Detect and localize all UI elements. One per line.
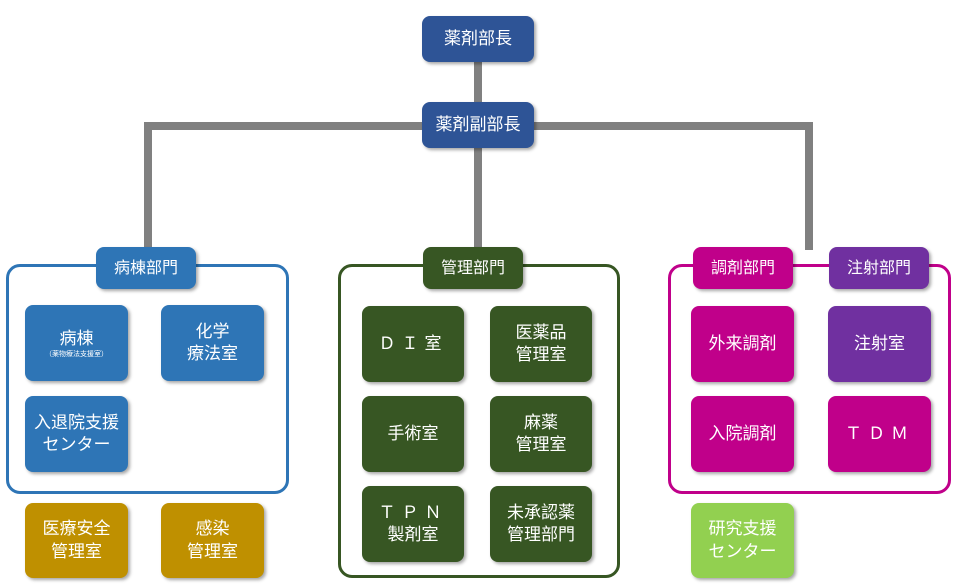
management-department-header: 管理部門 bbox=[423, 247, 523, 289]
director-box: 薬剤部長 bbox=[422, 16, 534, 62]
ward-box: 病棟 （薬物療法支援室） bbox=[25, 305, 128, 381]
chemotherapy-box: 化学 療法室 bbox=[161, 305, 264, 381]
narcotic-management-box: 麻薬 管理室 bbox=[490, 396, 592, 472]
inpatient-dispensing-label: 入院調剤 bbox=[708, 423, 777, 444]
director-label: 薬剤部長 bbox=[444, 28, 512, 49]
surgery-room-box: 手術室 bbox=[362, 396, 464, 472]
discharge-support-label-line1: 入退院支援 bbox=[34, 412, 119, 433]
connector-left-drop bbox=[144, 122, 152, 250]
tdm-box: ＴＤＭ bbox=[828, 396, 931, 472]
medical-safety-label-line1: 医療安全 bbox=[42, 519, 111, 540]
drug-management-label-line1: 医薬品 bbox=[515, 322, 567, 343]
narcotic-management-label-line2: 管理室 bbox=[515, 435, 567, 455]
infection-control-box: 感染 管理室 bbox=[161, 503, 264, 578]
medical-safety-box: 医療安全 管理室 bbox=[25, 503, 128, 578]
ward-department-header-label: 病棟部門 bbox=[113, 257, 178, 277]
injection-department-header-label: 注射部門 bbox=[846, 257, 911, 277]
ward-department-header: 病棟部門 bbox=[96, 247, 196, 289]
dispensing-department-header: 調剤部門 bbox=[693, 247, 793, 289]
surgery-room-label: 手術室 bbox=[387, 423, 439, 444]
ward-sublabel: （薬物療法支援室） bbox=[45, 349, 108, 358]
unapproved-drug-label-line1: 未承認薬 bbox=[507, 502, 575, 523]
chemotherapy-label-line2: 療法室 bbox=[187, 344, 238, 364]
narcotic-management-label-line1: 麻薬 bbox=[524, 412, 558, 433]
drug-management-box: 医薬品 管理室 bbox=[490, 306, 592, 382]
discharge-support-label-line2: センター bbox=[42, 435, 111, 455]
medical-safety-label-line2: 管理室 bbox=[51, 541, 102, 562]
di-room-box: ＤＩ室 bbox=[362, 306, 464, 382]
injection-room-label: 注射室 bbox=[854, 333, 905, 354]
infection-control-label-line1: 感染 bbox=[195, 519, 230, 540]
discharge-support-box: 入退院支援 センター bbox=[25, 396, 128, 472]
tpn-preparation-label-line2: 製剤室 bbox=[387, 525, 439, 545]
tdm-label: ＴＤＭ bbox=[845, 423, 914, 444]
research-support-label-line2: センター bbox=[708, 541, 777, 562]
chemotherapy-label-line1: 化学 bbox=[195, 321, 230, 342]
outpatient-dispensing-label: 外来調剤 bbox=[708, 333, 777, 354]
deputy-director-box: 薬剤副部長 bbox=[422, 102, 534, 148]
connector-center-drop bbox=[474, 148, 482, 248]
inpatient-dispensing-box: 入院調剤 bbox=[691, 396, 794, 472]
injection-room-box: 注射室 bbox=[828, 306, 931, 382]
dispensing-department-header-label: 調剤部門 bbox=[710, 257, 775, 277]
deputy-director-label: 薬剤副部長 bbox=[435, 114, 521, 135]
connector-director-deputy bbox=[474, 60, 482, 102]
drug-management-label-line2: 管理室 bbox=[515, 345, 567, 365]
tpn-preparation-box: ＴＰＮ 製剤室 bbox=[362, 486, 464, 562]
infection-control-label-line2: 管理室 bbox=[187, 541, 238, 562]
di-room-label: ＤＩ室 bbox=[378, 333, 448, 354]
injection-department-header: 注射部門 bbox=[829, 247, 929, 289]
research-support-box: 研究支援 センター bbox=[691, 503, 794, 578]
unapproved-drug-box: 未承認薬 管理部門 bbox=[490, 486, 592, 562]
research-support-label-line1: 研究支援 bbox=[708, 519, 777, 540]
outpatient-dispensing-box: 外来調剤 bbox=[691, 306, 794, 382]
management-department-header-label: 管理部門 bbox=[440, 257, 505, 277]
ward-label: 病棟 bbox=[59, 328, 94, 349]
connector-right-drop bbox=[805, 122, 813, 250]
tpn-preparation-label-line1: ＴＰＮ bbox=[378, 502, 448, 523]
unapproved-drug-label-line2: 管理部門 bbox=[507, 525, 575, 545]
